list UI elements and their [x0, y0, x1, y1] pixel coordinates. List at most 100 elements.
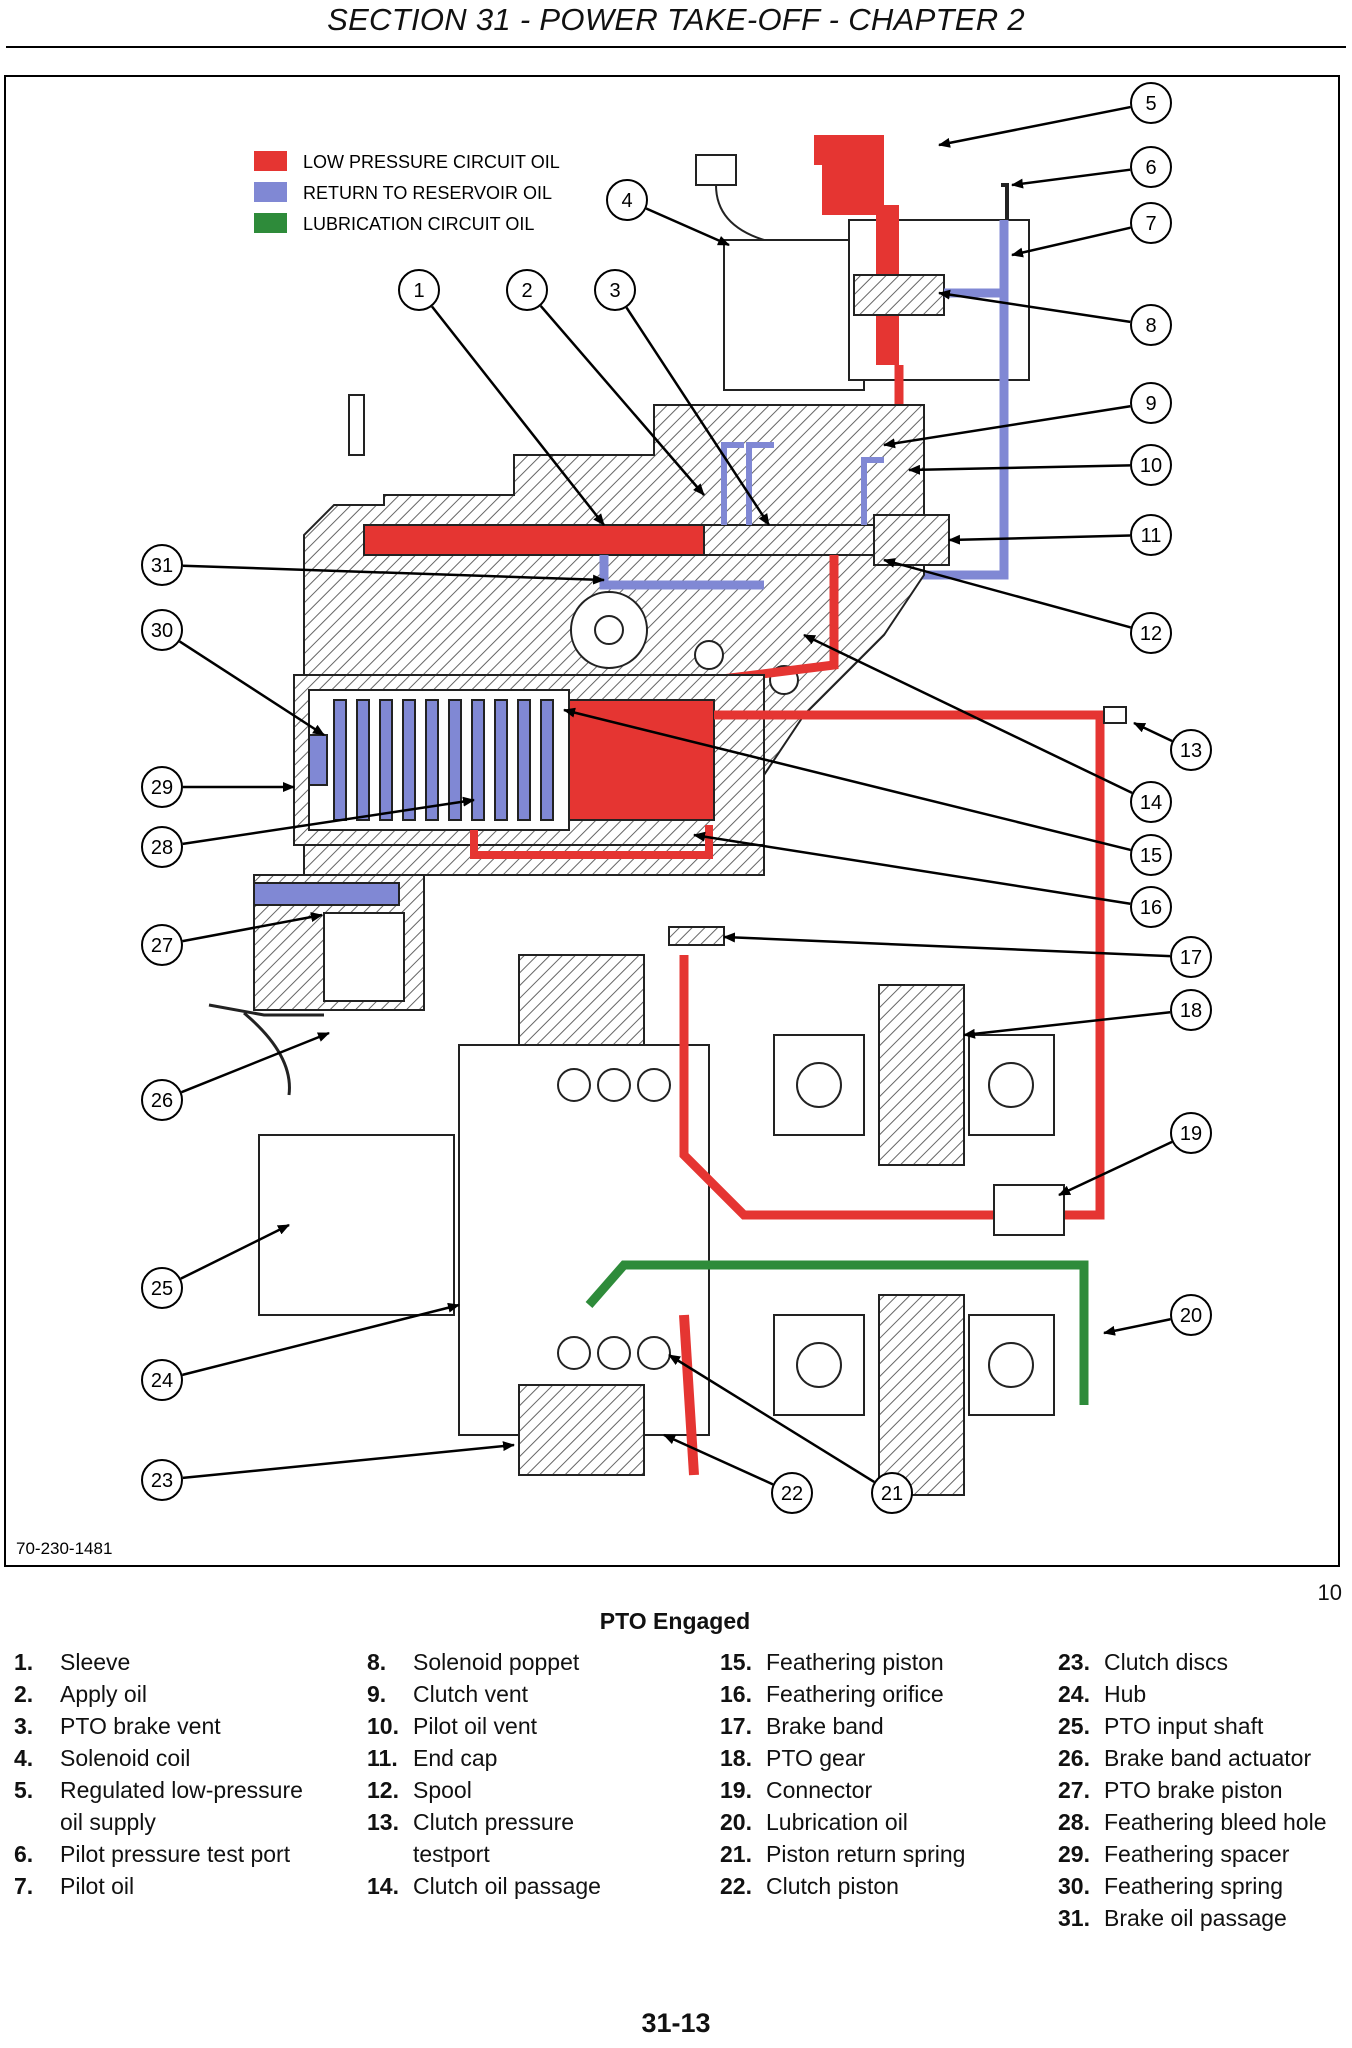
- legend-item-label: PTO gear: [766, 1745, 866, 1771]
- spring-coil: [557, 1336, 591, 1370]
- legend-item-number: 9.: [367, 1681, 387, 1707]
- legend-item-number: 18.: [720, 1745, 752, 1771]
- spring-coil: [597, 1336, 631, 1370]
- solenoid-poppet: [853, 274, 945, 316]
- feathering-spacer: [308, 734, 328, 786]
- legend-item-label: Pilot oil vent: [413, 1713, 538, 1739]
- feathering-piston: [568, 699, 715, 821]
- callout-circle: [594, 269, 636, 311]
- callout-arrow: [1133, 721, 1173, 743]
- callout-15: 15: [563, 707, 1172, 876]
- legend-item-label: Apply oil: [60, 1681, 147, 1707]
- callout-circle: [141, 766, 183, 808]
- callout-number: 30: [151, 620, 173, 642]
- callout-10: 10: [908, 444, 1172, 486]
- pto-gear-lower: [878, 1294, 965, 1496]
- callout-circle: [771, 1472, 813, 1514]
- callout-number: 10: [1140, 455, 1162, 477]
- callout-arrow: [431, 305, 605, 526]
- legend-item: 23.Clutch discs: [1058, 1646, 1327, 1678]
- legend-item: 7.Pilot oil: [14, 1870, 303, 1902]
- legend-item-number: 4.: [14, 1745, 34, 1771]
- callout-arrow: [908, 464, 1131, 475]
- hub: [458, 1044, 710, 1436]
- clutch-vent: [746, 442, 774, 525]
- legend-item-label: Brake band actuator: [1104, 1745, 1312, 1771]
- callout-number: 12: [1140, 623, 1162, 645]
- callout-31: 31: [141, 544, 605, 586]
- callout-number: 26: [151, 1090, 173, 1112]
- callout-14: 14: [803, 633, 1172, 823]
- spring-coil: [402, 699, 416, 821]
- legend-item-label: Feathering piston: [766, 1649, 944, 1675]
- legend-item: 20.Lubrication oil: [720, 1806, 965, 1838]
- callout-number: 22: [781, 1483, 803, 1505]
- legend-label-return: RETURN TO RESERVOIR OIL: [303, 183, 552, 203]
- legend-item-label: PTO brake vent: [60, 1713, 221, 1739]
- spring-coil: [471, 699, 485, 821]
- legend-item: 13.Clutch pressure testport: [367, 1806, 601, 1870]
- legend-item: 29. Feathering spacer: [1058, 1838, 1327, 1870]
- spring-coil: [379, 699, 393, 821]
- callout-arrow: [1011, 226, 1131, 258]
- brake-band-actuator: [208, 1003, 324, 1096]
- legend-item: 2.Apply oil: [14, 1678, 303, 1710]
- legend-item: 31.Brake oil passage: [1058, 1902, 1327, 1934]
- legend-item-number: 29.: [1058, 1841, 1090, 1867]
- callout-arrow: [803, 633, 1133, 795]
- legend-item-label: PTO brake piston: [1104, 1777, 1283, 1803]
- legend-item-number: 7.: [14, 1873, 34, 1899]
- legend-item-number: 17.: [720, 1713, 752, 1739]
- callout-17: 17: [723, 932, 1212, 978]
- callout-circle: [1170, 1112, 1212, 1154]
- callout-arrow: [182, 1441, 515, 1480]
- apply-line-to-clutch: [679, 955, 1024, 1220]
- callout-circle: [1130, 202, 1172, 244]
- callout-number: 23: [151, 1470, 173, 1492]
- gear-assembly: [773, 984, 1055, 1496]
- callout-arrow: [563, 707, 1131, 852]
- callout-arrow: [182, 564, 605, 585]
- hydraulic-diagram: LOW PRESSURE CIRCUIT OIL RETURN TO RESER…: [4, 75, 1340, 1567]
- bearing-ball: [796, 1342, 842, 1388]
- legend-item-label: Pilot pressure test port: [60, 1841, 291, 1867]
- feathering-assembly: [293, 674, 1127, 1220]
- callout-circle: [871, 1472, 913, 1514]
- legend-item-number: 22.: [720, 1873, 752, 1899]
- callout-7: 7: [1011, 202, 1172, 258]
- callout-24: 24: [141, 1302, 460, 1401]
- callout-circle: [141, 924, 183, 966]
- callout-22: 22: [663, 1433, 813, 1514]
- figure-border: [4, 75, 1340, 1567]
- spring-coil: [637, 1068, 671, 1102]
- header-rule: [6, 46, 1346, 48]
- clutch-discs-upper: [518, 954, 645, 1046]
- legend-item: 10.Pilot oil vent: [367, 1710, 601, 1742]
- callout-arrow: [182, 912, 323, 943]
- callout-13: 13: [1133, 721, 1212, 771]
- callout-arrow: [663, 1433, 774, 1486]
- callout-circle: [1170, 936, 1212, 978]
- legend-item: 27.PTO brake piston: [1058, 1774, 1327, 1806]
- legend-item-label: Feathering spacer: [1104, 1841, 1290, 1867]
- legend-item-label: Feathering bleed hole: [1104, 1809, 1327, 1835]
- callout-arrow: [180, 1223, 290, 1280]
- callout-21: 21: [668, 1353, 913, 1514]
- callout-number: 14: [1140, 792, 1162, 814]
- callout-circle: [606, 179, 648, 221]
- legend-item-number: 16.: [720, 1681, 752, 1707]
- callout-number: 17: [1180, 947, 1202, 969]
- legend-item-label: Feathering orifice: [766, 1681, 944, 1707]
- valve-handle: [348, 394, 365, 456]
- legend-item-label: Regulated low-pressure oil supply: [60, 1777, 303, 1835]
- callout-circle: [1170, 1294, 1212, 1336]
- solenoid-coil: [723, 239, 865, 391]
- legend-item: 1.Sleeve: [14, 1646, 303, 1678]
- legend-item-number: 23.: [1058, 1649, 1090, 1675]
- piston-return-spring: [557, 1068, 671, 1370]
- callout-arrow: [539, 305, 705, 496]
- feathering-orifice-line: [470, 825, 713, 859]
- callout-arrow: [182, 796, 475, 846]
- callout-number: 13: [1180, 740, 1202, 762]
